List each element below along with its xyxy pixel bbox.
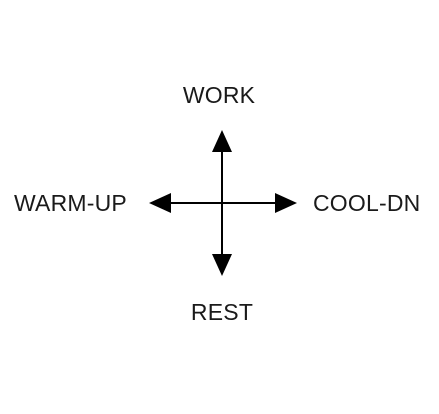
label-cool-down: COOL-DN xyxy=(313,190,421,216)
label-warm-up: WARM-UP xyxy=(14,190,127,216)
label-work: WORK xyxy=(182,82,256,108)
label-rest: REST xyxy=(190,299,254,325)
arrowhead-down xyxy=(212,254,232,276)
arrowhead-left xyxy=(149,193,171,213)
arrowhead-up xyxy=(212,130,232,152)
arrowhead-right xyxy=(275,193,297,213)
